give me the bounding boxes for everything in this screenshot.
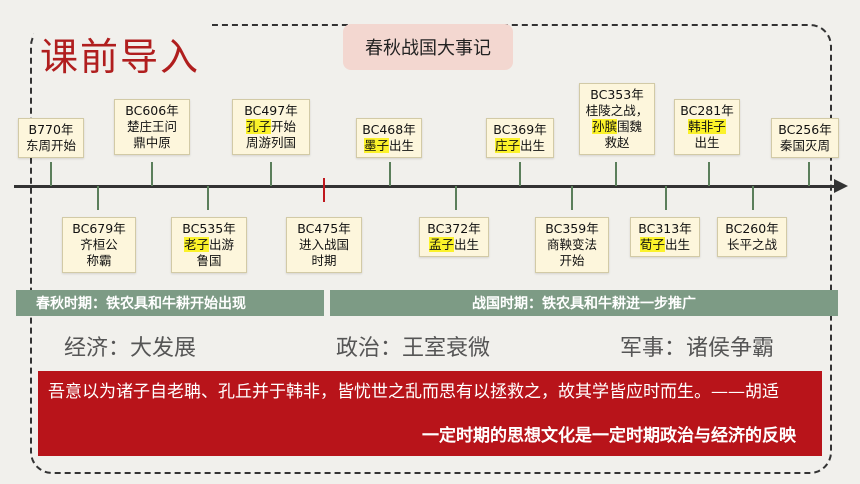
timeline-axis xyxy=(14,185,840,188)
quote-conclusion: 一定时期的思想文化是一定时期政治与经济的反映 xyxy=(422,426,796,446)
event-text: 商鞅变法 xyxy=(546,237,597,252)
event-card-above: B770年东周开始 xyxy=(18,118,84,158)
event-year: BC256年 xyxy=(778,122,832,137)
event-card-below: BC372年孟子出生 xyxy=(419,217,489,257)
event-year: B770年 xyxy=(28,122,74,137)
axis-arrow-icon xyxy=(834,179,848,193)
timeline-tick xyxy=(207,186,209,210)
event-text: 齐桓公 xyxy=(80,237,118,252)
title-gap xyxy=(34,14,212,54)
event-card-below: BC475年进入战国时期 xyxy=(286,217,362,273)
event-year: BC679年 xyxy=(72,221,126,236)
event-year: BC353年 xyxy=(590,87,644,102)
event-year: BC535年 xyxy=(182,221,236,236)
timeline-tick xyxy=(615,162,617,186)
timeline-tick xyxy=(808,162,810,186)
event-year: BC497年 xyxy=(244,103,298,118)
event-text: 秦国灭周 xyxy=(779,138,830,153)
event-card-below: BC260年长平之战 xyxy=(717,217,787,257)
event-card-above: BC256年秦国灭周 xyxy=(771,118,839,158)
period-spring-autumn: 春秋时期：铁农具和牛耕开始出现 xyxy=(16,290,324,316)
summary-politics: 政治：王室衰微 xyxy=(336,336,491,361)
event-year: BC468年 xyxy=(362,122,416,137)
event-text: 孙膑围魏 xyxy=(591,119,643,134)
event-text: 桂陵之战， xyxy=(585,103,649,118)
event-card-below: BC535年老子出游鲁国 xyxy=(171,217,247,273)
event-card-above: BC353年桂陵之战，孙膑围魏救赵 xyxy=(579,83,655,155)
timeline-tick xyxy=(752,186,754,210)
period-warring-states: 战国时期：铁农具和牛耕进一步推广 xyxy=(330,290,838,316)
subtitle-text: 春秋战国大事记 xyxy=(365,38,491,59)
event-card-below: BC359年商鞅变法开始 xyxy=(535,217,609,273)
highlighted-name: 老子 xyxy=(183,237,209,252)
timeline-tick-red xyxy=(323,178,325,202)
event-text: 楚庄王问 xyxy=(126,119,177,134)
summary-economy: 经济：大发展 xyxy=(64,336,197,361)
event-card-below: BC679年齐桓公称霸 xyxy=(62,217,136,273)
timeline-tick xyxy=(571,186,573,210)
event-card-above: BC606年楚庄王问鼎中原 xyxy=(114,99,190,155)
event-text: 进入战国 xyxy=(298,237,349,252)
event-text: 出生 xyxy=(694,135,720,150)
event-year: BC475年 xyxy=(297,221,351,236)
timeline-tick xyxy=(270,162,272,186)
highlighted-name: 韩非子 xyxy=(688,119,726,134)
event-year: BC260年 xyxy=(725,221,779,236)
event-text: 救赵 xyxy=(604,135,630,150)
event-text: 孔子开始 xyxy=(245,119,297,134)
highlighted-name: 庄子 xyxy=(494,138,520,153)
event-card-above: BC369年庄子出生 xyxy=(486,118,554,158)
event-year: BC606年 xyxy=(125,103,179,118)
event-year: BC372年 xyxy=(427,221,481,236)
event-text: 开始 xyxy=(559,253,585,268)
event-card-below: BC313年荀子出生 xyxy=(630,217,700,257)
slide-title: 课前导入 xyxy=(40,35,201,79)
event-text: 荀子出生 xyxy=(639,237,691,252)
subtitle-box: 春秋战国大事记 xyxy=(343,24,513,70)
highlighted-name: 孔子 xyxy=(245,119,271,134)
event-year: BC281年 xyxy=(680,103,734,118)
event-text: 鲁国 xyxy=(196,253,222,268)
event-text: 鼎中原 xyxy=(133,135,171,150)
timeline-tick xyxy=(455,186,457,210)
quote-text: 吾意以为诸子自老聃、孔丘并于韩非，皆忧世之乱而思有以拯救之，故其学皆应时而生。—… xyxy=(48,382,779,402)
event-text: 老子出游 xyxy=(183,237,235,252)
quote-box: 吾意以为诸子自老聃、孔丘并于韩非，皆忧世之乱而思有以拯救之，故其学皆应时而生。—… xyxy=(38,371,822,456)
event-text: 墨子出生 xyxy=(363,138,415,153)
event-card-above: BC497年孔子开始周游列国 xyxy=(232,99,310,155)
event-text: 称霸 xyxy=(86,253,112,268)
event-text: 时期 xyxy=(311,253,337,268)
event-year: BC369年 xyxy=(493,122,547,137)
event-text: 孟子出生 xyxy=(428,237,480,252)
highlighted-name: 孟子 xyxy=(428,237,454,252)
timeline-tick xyxy=(97,186,99,210)
event-text: 庄子出生 xyxy=(494,138,546,153)
summary-military: 军事：诸侯争霸 xyxy=(620,336,775,361)
event-year: BC359年 xyxy=(545,221,599,236)
timeline-tick xyxy=(151,162,153,186)
highlighted-name: 孙膑 xyxy=(591,119,617,134)
event-card-above: BC281年韩非子出生 xyxy=(674,99,740,155)
timeline-tick xyxy=(519,162,521,186)
event-text: 长平之战 xyxy=(726,237,777,252)
highlighted-name: 墨子 xyxy=(363,138,389,153)
event-text: 韩非子 xyxy=(677,119,737,135)
event-text: 东周开始 xyxy=(25,138,76,153)
timeline-tick xyxy=(50,162,52,186)
timeline-tick xyxy=(389,162,391,186)
timeline-tick xyxy=(708,162,710,186)
highlighted-name: 荀子 xyxy=(639,237,665,252)
event-year: BC313年 xyxy=(638,221,692,236)
event-text: 周游列国 xyxy=(245,135,296,150)
event-card-above: BC468年墨子出生 xyxy=(356,118,422,158)
timeline-tick xyxy=(665,186,667,210)
